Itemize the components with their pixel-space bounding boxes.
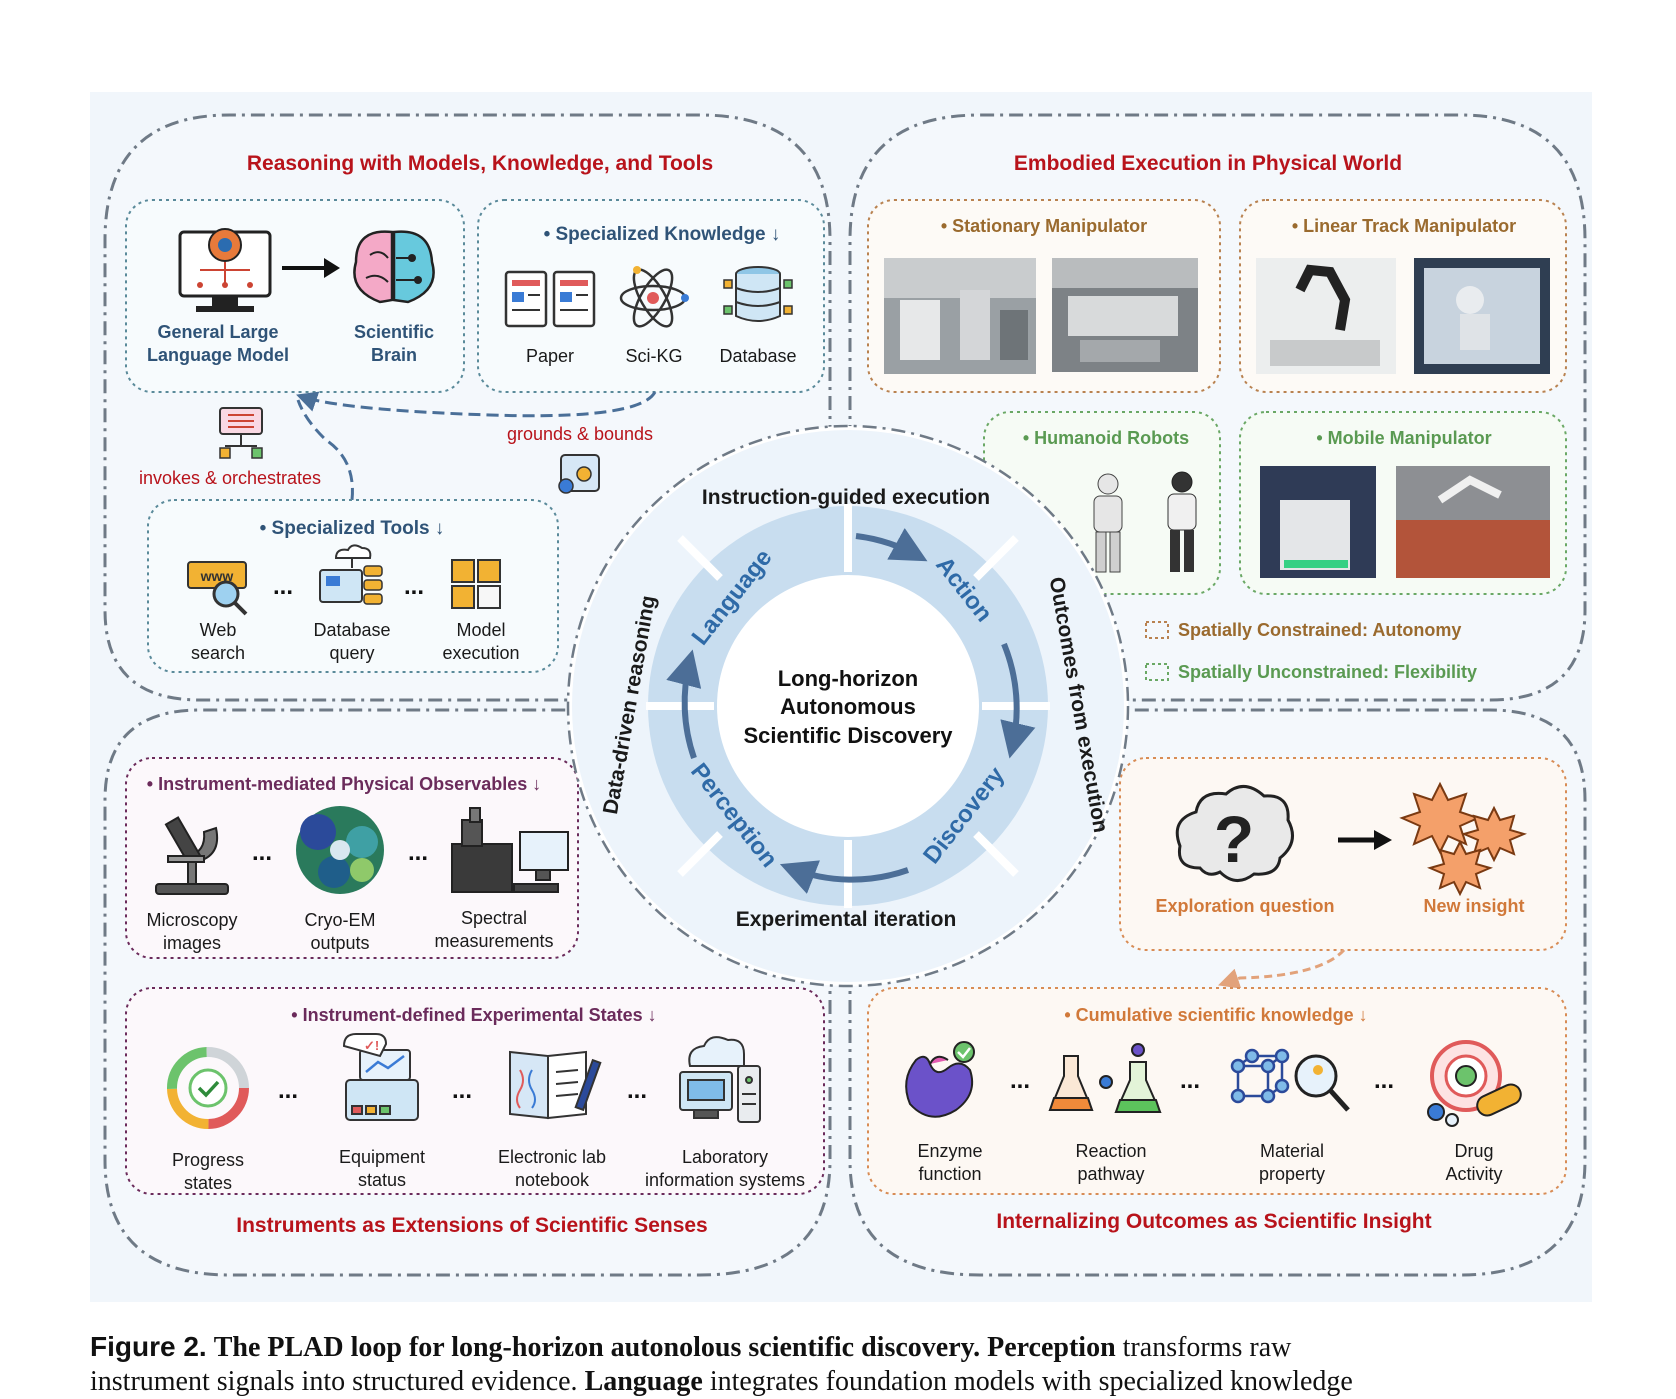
center-line-1: Long-horizon bbox=[778, 666, 919, 691]
tool-web-label-2: search bbox=[191, 643, 245, 663]
cryo-em-protein-icon bbox=[296, 806, 384, 894]
k-reaction-label-1: Reaction bbox=[1075, 1141, 1146, 1161]
k-material-label-2: property bbox=[1259, 1164, 1325, 1184]
tool-web-label-1: Web bbox=[200, 620, 237, 640]
observables-title: • Instrument-mediated Physical Observabl… bbox=[147, 774, 541, 794]
lab-notebook-icon bbox=[510, 1052, 600, 1118]
cumulative-title: • Cumulative scientific knowledge ↓ bbox=[1064, 1005, 1367, 1025]
k-ellipsis-2: ... bbox=[1180, 1067, 1200, 1094]
k-ellipsis-1: ... bbox=[1010, 1067, 1030, 1094]
center-line-3: Scientific Discovery bbox=[743, 723, 953, 748]
figure-caption: Figure 2. The PLAD loop for long-horizon… bbox=[90, 1330, 1590, 1399]
title-insight: Internalizing Outcomes as Scientific Ins… bbox=[996, 1210, 1431, 1233]
caption-line-1: Figure 2. The PLAD loop for long-horizon… bbox=[90, 1330, 1590, 1365]
state-equipment-label-2: status bbox=[358, 1170, 406, 1190]
states-ellipsis-3: ... bbox=[627, 1077, 647, 1104]
k-drug-label-1: Drug bbox=[1454, 1141, 1493, 1161]
legend-unconstrained: Spatially Unconstrained: Flexibility bbox=[1178, 662, 1477, 682]
obs-cryo-label-2: outputs bbox=[310, 933, 369, 953]
obs-cryo-label-1: Cryo-EM bbox=[305, 910, 376, 930]
tool-model-label-1: Model bbox=[456, 620, 505, 640]
knowledge-database-label: Database bbox=[719, 346, 796, 366]
state-progress-label-1: Progress bbox=[172, 1150, 244, 1170]
title-reasoning: Reasoning with Models, Knowledge, and To… bbox=[247, 152, 713, 175]
state-eln-label-2: notebook bbox=[515, 1170, 590, 1190]
caption-bold-1: Perception bbox=[987, 1332, 1116, 1363]
knowledge-title: • Specialized Knowledge ↓ bbox=[544, 224, 781, 245]
svg-text:✓!: ✓! bbox=[364, 1038, 379, 1053]
svg-text:?: ? bbox=[1214, 802, 1254, 876]
new-insight-label: New insight bbox=[1423, 896, 1524, 916]
linear-photo-2 bbox=[1414, 258, 1550, 374]
stationary-photo-2 bbox=[1052, 258, 1198, 372]
brain-label-1: Scientific bbox=[354, 322, 434, 342]
llm-label-2: Language Model bbox=[147, 345, 289, 365]
knowledge-paper-label: Paper bbox=[526, 346, 574, 366]
states-ellipsis-1: ... bbox=[278, 1077, 298, 1104]
outer-top: Instruction-guided execution bbox=[702, 486, 990, 509]
caption-title: The PLAD loop for long-horizon autonolou… bbox=[214, 1332, 980, 1363]
grounds-label: grounds & bounds bbox=[507, 424, 653, 444]
obs-micro-label-1: Microscopy bbox=[146, 910, 237, 930]
caption-label: Figure 2. bbox=[90, 1331, 207, 1362]
humanoid-title: • Humanoid Robots bbox=[1023, 428, 1189, 448]
k-ellipsis-3: ... bbox=[1374, 1067, 1394, 1094]
title-embodied: Embodied Execution in Physical World bbox=[1014, 152, 1402, 175]
outer-bottom: Experimental iteration bbox=[736, 908, 957, 931]
linear-photo-1 bbox=[1256, 258, 1396, 374]
state-eln-label-1: Electronic lab bbox=[498, 1147, 606, 1167]
title-instruments: Instruments as Extensions of Scientific … bbox=[236, 1214, 708, 1237]
tool-model-label-2: execution bbox=[442, 643, 519, 663]
invokes-label: invokes & orchestrates bbox=[139, 468, 321, 488]
mobile-photo-2 bbox=[1396, 466, 1550, 578]
tools-ellipsis-2: ... bbox=[404, 573, 424, 600]
caption-text-3: integrates foundation models with specia… bbox=[703, 1366, 1353, 1397]
obs-micro-label-2: images bbox=[163, 933, 221, 953]
tools-title: • Specialized Tools ↓ bbox=[260, 518, 445, 539]
k-enzyme-label-2: function bbox=[918, 1164, 981, 1184]
mobile-title: • Mobile Manipulator bbox=[1316, 428, 1491, 448]
legend-constrained: Spatially Constrained: Autonomy bbox=[1178, 620, 1461, 640]
obs-ellipsis-2: ... bbox=[408, 839, 428, 866]
tool-db-label-2: query bbox=[329, 643, 374, 663]
caption-text-2: instrument signals into structured evide… bbox=[90, 1366, 585, 1397]
obs-ellipsis-1: ... bbox=[252, 839, 272, 866]
tool-db-label-1: Database bbox=[313, 620, 390, 640]
obs-spectral-label-1: Spectral bbox=[461, 908, 527, 928]
mobile-photo-1 bbox=[1260, 466, 1376, 578]
states-ellipsis-2: ... bbox=[452, 1077, 472, 1104]
linear-title: • Linear Track Manipulator bbox=[1292, 216, 1516, 236]
plad-loop: Language Action Discovery Perception Lon… bbox=[568, 426, 1128, 986]
settings-window-icon bbox=[559, 455, 599, 493]
stationary-title: • Stationary Manipulator bbox=[941, 216, 1147, 236]
k-enzyme-label-1: Enzyme bbox=[917, 1141, 982, 1161]
state-lims-label-2: information systems bbox=[645, 1170, 805, 1190]
state-lims-label-1: Laboratory bbox=[682, 1147, 768, 1167]
tools-ellipsis-1: ... bbox=[273, 573, 293, 600]
llm-label-1: General Large bbox=[157, 322, 278, 342]
state-equipment-label-1: Equipment bbox=[339, 1147, 425, 1167]
center-line-2: Autonomous bbox=[780, 694, 916, 719]
state-progress-label-2: states bbox=[184, 1173, 232, 1193]
caption-text-1: transforms raw bbox=[1116, 1332, 1292, 1363]
obs-spectral-label-2: measurements bbox=[434, 931, 553, 951]
exploration-label: Exploration question bbox=[1155, 896, 1334, 916]
stationary-photo-1 bbox=[884, 258, 1036, 374]
caption-line-2: instrument signals into structured evide… bbox=[90, 1365, 1590, 1399]
k-material-label-1: Material bbox=[1260, 1141, 1324, 1161]
brain-icon bbox=[354, 232, 433, 302]
states-title: • Instrument-defined Experimental States… bbox=[291, 1005, 656, 1025]
k-drug-label-2: Activity bbox=[1445, 1164, 1502, 1184]
k-reaction-label-2: pathway bbox=[1077, 1164, 1144, 1184]
caption-bold-2: Language bbox=[585, 1366, 703, 1397]
brain-label-2: Brain bbox=[371, 345, 417, 365]
knowledge-scikg-label: Sci-KG bbox=[625, 346, 682, 366]
